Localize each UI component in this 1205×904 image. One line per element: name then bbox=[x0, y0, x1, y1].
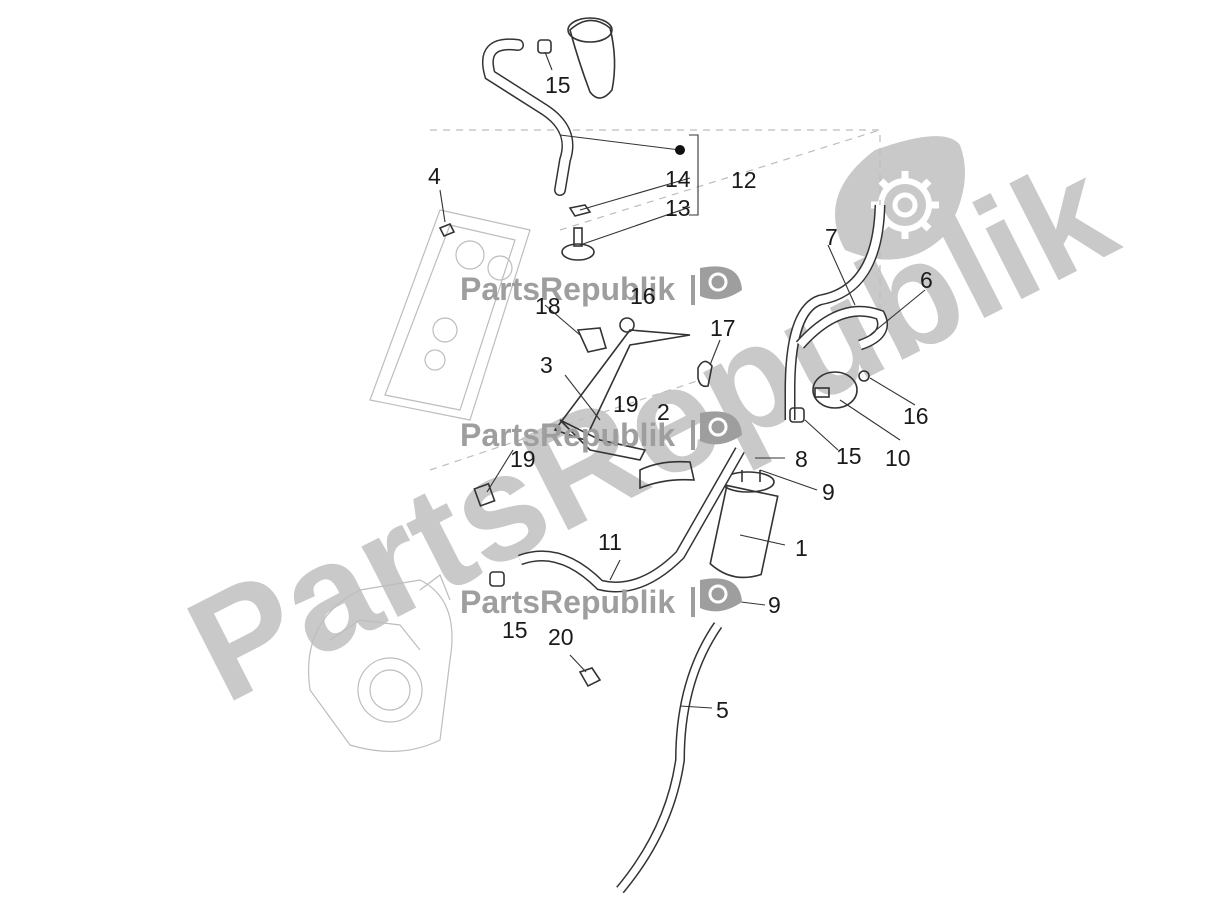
callout-19-lower: 19 bbox=[510, 446, 536, 472]
callout-19-upper: 19 bbox=[613, 391, 639, 417]
watermark-gear-icon bbox=[700, 411, 742, 445]
hose-11 bbox=[518, 447, 745, 593]
callout-9-lower: 9 bbox=[768, 592, 781, 618]
callout-3: 3 bbox=[540, 352, 553, 378]
callout-5: 5 bbox=[716, 697, 729, 723]
clip-18 bbox=[576, 327, 608, 353]
valve-13 bbox=[561, 227, 595, 261]
breather-hose-upper bbox=[482, 38, 574, 196]
watermark-small-3: PartsRepublik bbox=[460, 578, 742, 620]
callout-2: 2 bbox=[657, 399, 670, 425]
callout-7: 7 bbox=[825, 224, 838, 250]
clip-17 bbox=[697, 360, 713, 388]
callout-15-mid: 15 bbox=[836, 443, 862, 469]
callout-15-top: 15 bbox=[545, 72, 571, 98]
fuel-tank-filler bbox=[567, 17, 616, 99]
nut-14 bbox=[568, 204, 592, 217]
background-engine-outline bbox=[308, 574, 453, 752]
callout-17: 17 bbox=[710, 315, 736, 341]
watermark-small-1: PartsRepublik bbox=[460, 266, 742, 307]
callout-11: 11 bbox=[598, 529, 622, 555]
valve-10 bbox=[812, 371, 858, 409]
callout-12: 12 bbox=[731, 167, 757, 193]
strap-2 bbox=[639, 460, 696, 490]
watermark-gear-icon bbox=[700, 578, 742, 612]
callout-16-lower: 16 bbox=[903, 403, 929, 429]
svg-text:PartsRepublik: PartsRepublik bbox=[460, 584, 675, 620]
watermark-small-2: PartsRepublik bbox=[460, 411, 742, 453]
connector-20 bbox=[578, 667, 602, 688]
clamp-16 bbox=[858, 370, 870, 382]
callout-labels: 1 2 3 4 5 6 7 8 9 9 10 11 12 14 13 15 15… bbox=[428, 72, 933, 723]
clip-19 bbox=[473, 482, 496, 507]
leader-lines bbox=[439, 51, 926, 709]
callout-16-upper: 16 bbox=[630, 283, 656, 309]
hose-5 bbox=[616, 622, 723, 894]
callout-6: 6 bbox=[920, 267, 933, 293]
callout-15-low: 15 bbox=[502, 617, 528, 643]
callout-20: 20 bbox=[548, 624, 574, 650]
hose-clamp-top bbox=[537, 39, 552, 54]
svg-text:PartsRepublik: PartsRepublik bbox=[460, 271, 675, 307]
callout-9-upper: 9 bbox=[822, 479, 835, 505]
callout-10: 10 bbox=[885, 445, 911, 471]
callout-13: 13 bbox=[665, 195, 691, 221]
bracket-3 bbox=[553, 317, 691, 461]
clamp-15-mid bbox=[789, 407, 805, 423]
callout-14: 14 bbox=[665, 166, 691, 192]
background-frame-outline bbox=[369, 129, 881, 471]
svg-text:PartsRepublik: PartsRepublik bbox=[460, 417, 675, 453]
nut-4 bbox=[438, 222, 456, 238]
callout-18: 18 bbox=[535, 293, 561, 319]
clamp-15-low bbox=[489, 571, 505, 587]
callout-4: 4 bbox=[428, 163, 441, 189]
carbon-canister-1 bbox=[709, 470, 779, 579]
callout-8: 8 bbox=[795, 446, 808, 472]
callout-1: 1 bbox=[795, 535, 808, 561]
hose-6 bbox=[795, 305, 888, 351]
watermark-gear-icon bbox=[700, 266, 742, 300]
hose-7 bbox=[784, 204, 886, 420]
